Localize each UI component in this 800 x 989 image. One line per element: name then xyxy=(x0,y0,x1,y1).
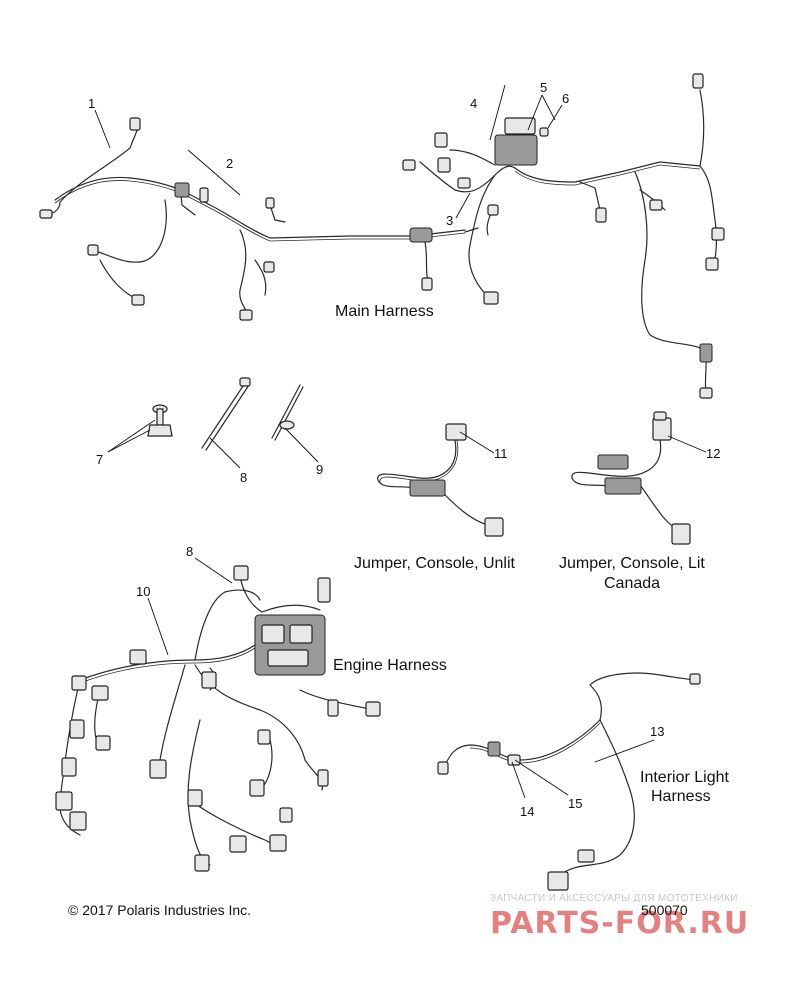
main-harness-drawing xyxy=(39,73,725,399)
callout-14: 14 xyxy=(520,804,534,819)
callout-8-parts: 8 xyxy=(240,470,247,485)
callout-6: 6 xyxy=(562,91,569,106)
watermark-caption: ЗАПЧАСТИ И АКСЕССУАРЫ ДЛЯ МОТОТЕХНИКИ xyxy=(490,893,738,904)
interior-light-harness-drawing xyxy=(437,672,701,891)
figure-number: 500070 xyxy=(641,902,688,918)
callout-9: 9 xyxy=(316,462,323,477)
jumper-console-unlit-drawing xyxy=(377,423,504,537)
jumper-console-unlit-label: Jumper, Console, Unlit xyxy=(354,555,516,572)
callout-8-engine: 8 xyxy=(186,544,193,559)
leader-lines xyxy=(94,84,707,799)
jumper-console-lit-label: Jumper, Console, Lit xyxy=(559,555,705,572)
main-harness-label: Main Harness xyxy=(335,303,434,320)
watermark-logo: PARTS-FOR.RU xyxy=(490,906,750,941)
callout-7: 7 xyxy=(96,452,103,467)
callout-15: 15 xyxy=(568,796,582,811)
callout-1: 1 xyxy=(88,96,95,111)
callout-5: 5 xyxy=(540,80,547,95)
engine-harness-label: Engine Harness xyxy=(333,657,447,674)
callout-3: 3 xyxy=(446,213,453,228)
interior-light-harness-label: Harness xyxy=(651,788,711,805)
callout-13: 13 xyxy=(650,724,664,739)
parts-7-8-9-drawing xyxy=(147,377,304,451)
engine-harness-drawing xyxy=(55,565,381,872)
copyright-notice: © 2017 Polaris Industries Inc. xyxy=(68,902,252,918)
interior-light-label: Interior Light xyxy=(640,769,729,786)
callout-4: 4 xyxy=(470,96,477,111)
jumper-console-lit-canada-label: Canada xyxy=(604,575,660,592)
jumper-console-lit-drawing xyxy=(571,411,691,545)
callout-10: 10 xyxy=(136,584,150,599)
callout-2: 2 xyxy=(226,156,233,171)
callout-12: 12 xyxy=(706,446,720,461)
callout-11: 11 xyxy=(494,446,508,461)
